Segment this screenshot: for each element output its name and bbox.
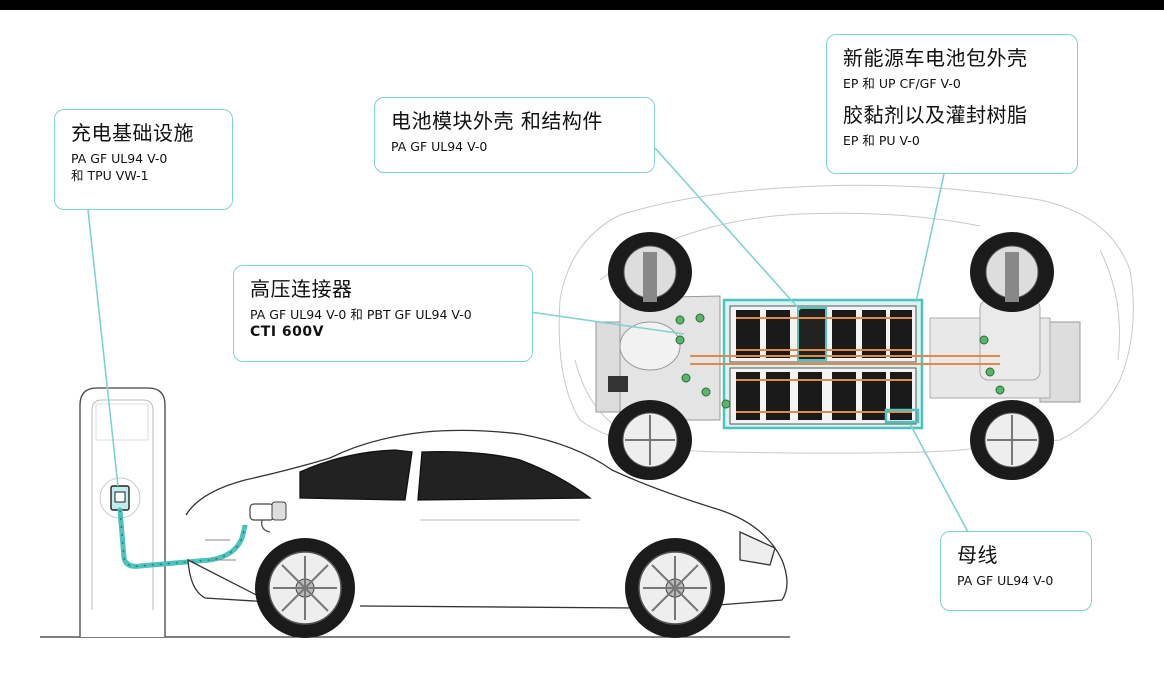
- callout-connector-title: 高压连接器: [250, 277, 353, 301]
- charging-cable: [117, 507, 251, 569]
- callout-module-material: PA GF UL94 V-0: [391, 139, 488, 154]
- leader-charging: [87, 209, 119, 487]
- callout-adhesive-title: 胶黏剂以及灌封树脂: [843, 103, 1028, 127]
- callout-pack-material: EP 和 UP CF/GF V-0: [843, 76, 961, 91]
- chassis-wheel-rl: [608, 400, 692, 480]
- callout-busbar-material: PA GF UL94 V-0: [957, 573, 1054, 588]
- callout-pack-title: 新能源车电池包外壳: [843, 46, 1028, 70]
- leader-module: [654, 147, 801, 311]
- callout-hv-connector: 高压连接器 PA GF UL94 V-0 和 PBT GF UL94 V-0 C…: [233, 265, 533, 362]
- callout-battery-module: 电池模块外壳 和结构件 PA GF UL94 V-0: [374, 97, 655, 173]
- leader-pack: [915, 173, 945, 303]
- charging-inlet: [249, 503, 275, 521]
- callout-connector-cti: CTI 600V: [250, 324, 324, 340]
- callout-battery-pack: 新能源车电池包外壳 EP 和 UP CF/GF V-0 胶黏剂以及灌封树脂 EP…: [826, 34, 1078, 174]
- callout-module-title: 电池模块外壳 和结构件: [391, 109, 603, 133]
- chassis-wheel-fl: [608, 232, 692, 312]
- callout-charging-material-2: 和 TPU VW-1: [71, 168, 149, 183]
- busbars: [690, 317, 1000, 413]
- callout-busbar: 母线 PA GF UL94 V-0: [940, 531, 1092, 611]
- leader-connector: [529, 311, 685, 335]
- busbar-highlight: [884, 408, 920, 424]
- callout-charging-title: 充电基础设施: [71, 121, 194, 145]
- callout-busbar-title: 母线: [957, 543, 998, 567]
- callout-adhesive-material: EP 和 PU V-0: [843, 133, 920, 148]
- rear-wheel: [625, 538, 725, 638]
- battery-pack: [690, 298, 1000, 430]
- callout-connector-material: PA GF UL94 V-0 和 PBT GF UL94 V-0: [250, 307, 472, 322]
- chassis-wheel-fr: [970, 232, 1054, 312]
- hv-connectors: [675, 313, 1005, 409]
- chassis-wheel-rr: [970, 400, 1054, 480]
- front-wheel: [255, 538, 355, 638]
- leader-busbar: [909, 423, 969, 533]
- chassis: [595, 295, 1081, 421]
- callout-charging-material: PA GF UL94 V-0: [71, 151, 168, 166]
- leader-lines: [87, 147, 969, 533]
- top-border: [0, 0, 1164, 10]
- callout-charging-infrastructure: 充电基础设施 PA GF UL94 V-0 和 TPU VW-1: [54, 109, 233, 210]
